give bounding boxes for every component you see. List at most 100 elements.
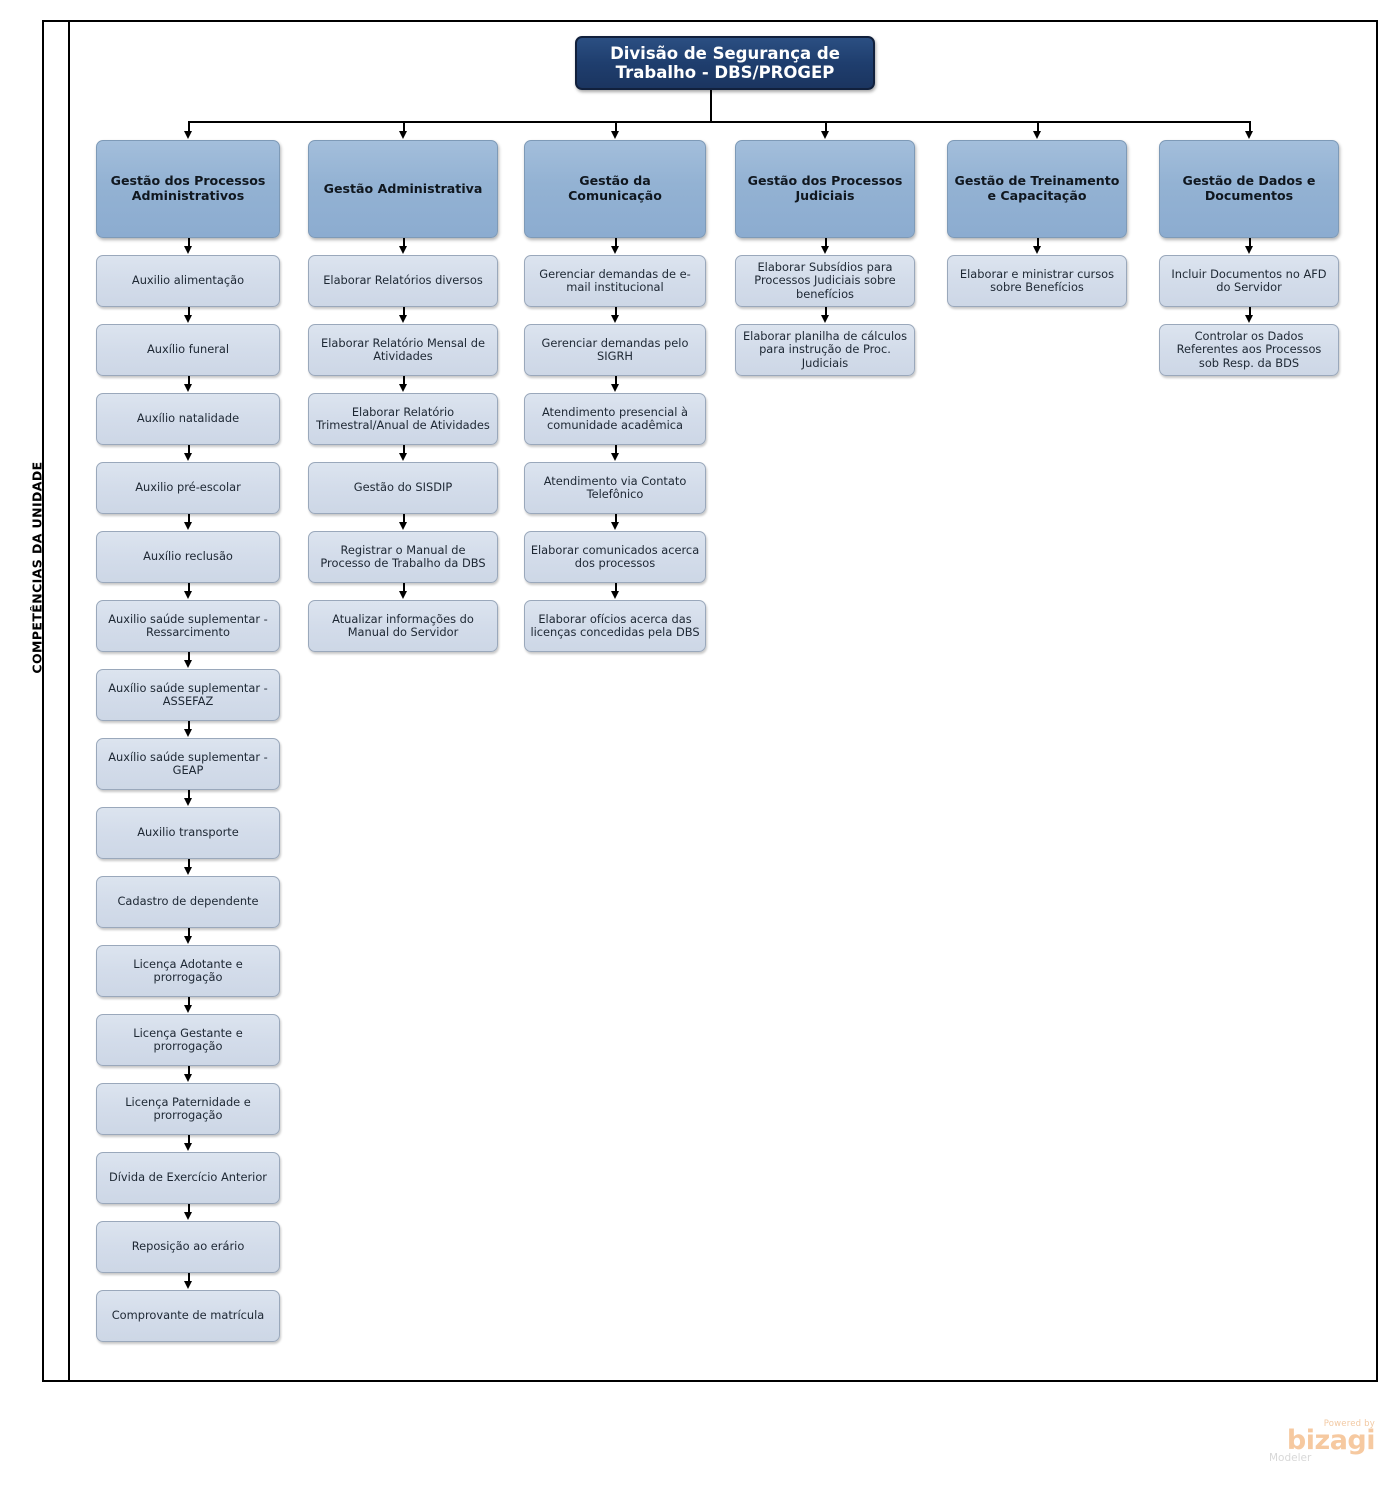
arrowhead-icon-gestao-processos-administrativos-12 [183,1074,192,1082]
task-node-gestao-processos-administrativos-1-label: Auxílio funeral [146,342,230,357]
arrowhead-icon-gestao-processos-administrativos-2 [183,384,192,392]
category-node-gestao-processos-administrativos[interactable]: Gestão dos Processos Administrativos [96,140,280,238]
task-node-gestao-processos-judiciais-0[interactable]: Elaborar Subsídios para Processos Judici… [735,255,915,307]
category-node-gestao-treinamento-capacitacao[interactable]: Gestão de Treinamento e Capacitação [947,140,1127,238]
arrowhead-icon-gestao-processos-judiciais-0 [820,246,829,254]
task-node-gestao-processos-administrativos-0[interactable]: Auxilio alimentação [96,255,280,307]
watermark-powered-by: Powered by [1323,1419,1375,1429]
arrowhead-icon-gestao-processos-administrativos-3 [183,453,192,461]
task-node-gestao-administrativa-0-label: Elaborar Relatórios diversos [323,273,483,288]
category-node-gestao-dados-documentos-label: Gestão de Dados e Documentos [1182,173,1316,203]
task-node-gestao-processos-administrativos-15-label: Comprovante de matrícula [111,1308,265,1323]
task-node-gestao-processos-administrativos-12[interactable]: Licença Paternidade e prorrogação [96,1083,280,1135]
task-node-gestao-administrativa-5[interactable]: Atualizar informações do Manual do Servi… [308,600,498,652]
task-node-gestao-administrativa-3[interactable]: Gestão do SISDIP [308,462,498,514]
task-node-gestao-processos-administrativos-13-label: Dívida de Exercício Anterior [109,1170,267,1185]
task-node-gestao-da-comunicacao-5[interactable]: Elaborar ofícios acerca das licenças con… [524,600,706,652]
task-node-gestao-processos-administrativos-8[interactable]: Auxilio transporte [96,807,280,859]
task-node-gestao-administrativa-4[interactable]: Registrar o Manual de Processo de Trabal… [308,531,498,583]
arrowhead-icon-gestao-dados-documentos-0 [1244,246,1253,254]
category-node-gestao-processos-judiciais[interactable]: Gestão dos Processos Judiciais [735,140,915,238]
arrowhead-icon-gestao-da-comunicacao-3 [610,453,619,461]
task-node-gestao-processos-administrativos-2-label: Auxílio natalidade [136,411,240,426]
connector-gestao-dados-documentos-0 [1249,238,1251,247]
task-node-gestao-processos-administrativos-13[interactable]: Dívida de Exercício Anterior [96,1152,280,1204]
arrowhead-icon-gestao-da-comunicacao-4 [610,522,619,530]
task-node-gestao-da-comunicacao-1[interactable]: Gerenciar demandas pelo SIGRH [524,324,706,376]
task-node-gestao-processos-administrativos-7[interactable]: Auxílio saúde suplementar - GEAP [96,738,280,790]
task-node-gestao-da-comunicacao-2[interactable]: Atendimento presencial à comunidade acad… [524,393,706,445]
task-node-gestao-dados-documentos-0[interactable]: Incluir Documentos no AFD do Servidor [1159,255,1339,307]
bus-to-gestao-administrativa-connector [403,121,405,132]
connector-gestao-administrativa-5 [403,583,405,592]
category-node-gestao-da-comunicacao[interactable]: Gestão da Comunicação [524,140,706,238]
task-node-gestao-processos-administrativos-4[interactable]: Auxílio reclusão [96,531,280,583]
task-node-gestao-administrativa-5-label: Atualizar informações do Manual do Servi… [332,611,474,639]
task-node-gestao-processos-administrativos-2[interactable]: Auxílio natalidade [96,393,280,445]
connector-gestao-processos-administrativos-15 [188,1273,190,1282]
connector-gestao-processos-administrativos-6 [188,652,190,661]
task-node-gestao-administrativa-4-label: Registrar o Manual de Processo de Trabal… [320,542,486,570]
task-node-gestao-processos-administrativos-6[interactable]: Auxílio saúde suplementar - ASSEFAZ [96,669,280,721]
task-node-gestao-processos-administrativos-11[interactable]: Licença Gestante e prorrogação [96,1014,280,1066]
task-node-gestao-processos-administrativos-11-label: Licença Gestante e prorrogação [133,1025,243,1053]
task-node-gestao-da-comunicacao-3[interactable]: Atendimento via Contato Telefônico [524,462,706,514]
arrowhead-icon-to-gestao-da-comunicacao [610,131,619,139]
connector-gestao-processos-administrativos-5 [188,583,190,592]
arrowhead-icon-gestao-processos-administrativos-9 [183,867,192,875]
connector-gestao-processos-administrativos-11 [188,997,190,1006]
task-node-gestao-da-comunicacao-5-label: Elaborar ofícios acerca das licenças con… [530,611,700,639]
task-node-gestao-administrativa-1[interactable]: Elaborar Relatório Mensal de Atividades [308,324,498,376]
connector-gestao-processos-administrativos-12 [188,1066,190,1075]
root-stem-connector [710,90,712,121]
arrowhead-icon-gestao-administrativa-5 [398,591,407,599]
task-node-gestao-processos-administrativos-5[interactable]: Auxilio saúde suplementar - Ressarciment… [96,600,280,652]
diagram-frame [42,20,1378,1382]
task-node-gestao-treinamento-capacitacao-0[interactable]: Elaborar e ministrar cursos sobre Benefí… [947,255,1127,307]
task-node-gestao-processos-administrativos-10[interactable]: Licença Adotante e prorrogação [96,945,280,997]
connector-gestao-administrativa-1 [403,307,405,316]
connector-gestao-processos-administrativos-1 [188,307,190,316]
task-node-gestao-processos-administrativos-14[interactable]: Reposição ao erário [96,1221,280,1273]
arrowhead-icon-gestao-processos-administrativos-11 [183,1005,192,1013]
task-node-gestao-processos-administrativos-3[interactable]: Auxilio pré-escolar [96,462,280,514]
category-node-gestao-administrativa[interactable]: Gestão Administrativa [308,140,498,238]
arrowhead-icon-gestao-administrativa-4 [398,522,407,530]
arrowhead-icon-to-gestao-processos-judiciais [820,131,829,139]
task-node-gestao-administrativa-2-label: Elaborar Relatório Trimestral/Anual de A… [316,404,490,432]
arrowhead-icon-gestao-processos-administrativos-14 [183,1212,192,1220]
connector-gestao-administrativa-0 [403,238,405,247]
task-node-gestao-processos-administrativos-15[interactable]: Comprovante de matrícula [96,1290,280,1342]
connector-gestao-processos-administrativos-7 [188,721,190,730]
task-node-gestao-administrativa-2[interactable]: Elaborar Relatório Trimestral/Anual de A… [308,393,498,445]
category-node-gestao-dados-documentos[interactable]: Gestão de Dados e Documentos [1159,140,1339,238]
task-node-gestao-processos-administrativos-6-label: Auxílio saúde suplementar - ASSEFAZ [108,680,268,708]
task-node-gestao-da-comunicacao-0[interactable]: Gerenciar demandas de e-mail institucion… [524,255,706,307]
connector-gestao-processos-judiciais-0 [825,238,827,247]
connector-gestao-administrativa-2 [403,376,405,385]
task-node-gestao-da-comunicacao-2-label: Atendimento presencial à comunidade acad… [541,404,689,432]
bus-to-gestao-dados-documentos-connector [1249,121,1251,132]
arrowhead-icon-gestao-processos-administrativos-13 [183,1143,192,1151]
task-node-gestao-processos-judiciais-0-label: Elaborar Subsídios para Processos Judici… [754,259,896,301]
arrowhead-icon-gestao-processos-administrativos-10 [183,936,192,944]
task-node-gestao-processos-administrativos-5-label: Auxilio saúde suplementar - Ressarciment… [108,611,268,639]
arrowhead-icon-gestao-treinamento-capacitacao-0 [1032,246,1041,254]
task-node-gestao-administrativa-3-label: Gestão do SISDIP [353,480,453,495]
arrowhead-icon-gestao-administrativa-2 [398,384,407,392]
task-node-gestao-dados-documentos-1[interactable]: Controlar os Dados Referentes aos Proces… [1159,324,1339,376]
task-node-gestao-processos-administrativos-1[interactable]: Auxílio funeral [96,324,280,376]
task-node-gestao-processos-administrativos-9[interactable]: Cadastro de dependente [96,876,280,928]
connector-gestao-dados-documentos-1 [1249,307,1251,316]
arrowhead-icon-gestao-processos-administrativos-5 [183,591,192,599]
task-node-gestao-dados-documentos-0-label: Incluir Documentos no AFD do Servidor [1171,266,1327,294]
task-node-gestao-da-comunicacao-4[interactable]: Elaborar comunicados acerca dos processo… [524,531,706,583]
task-node-gestao-processos-administrativos-8-label: Auxilio transporte [137,825,239,840]
connector-gestao-da-comunicacao-4 [615,514,617,523]
connector-gestao-administrativa-4 [403,514,405,523]
task-node-gestao-administrativa-0[interactable]: Elaborar Relatórios diversos [308,255,498,307]
task-node-gestao-processos-judiciais-1[interactable]: Elaborar planilha de cálculos para instr… [735,324,915,376]
root-node[interactable]: Divisão de Segurança de Trabalho - DBS/P… [575,36,875,90]
task-node-gestao-processos-administrativos-14-label: Reposição ao erário [131,1239,245,1254]
